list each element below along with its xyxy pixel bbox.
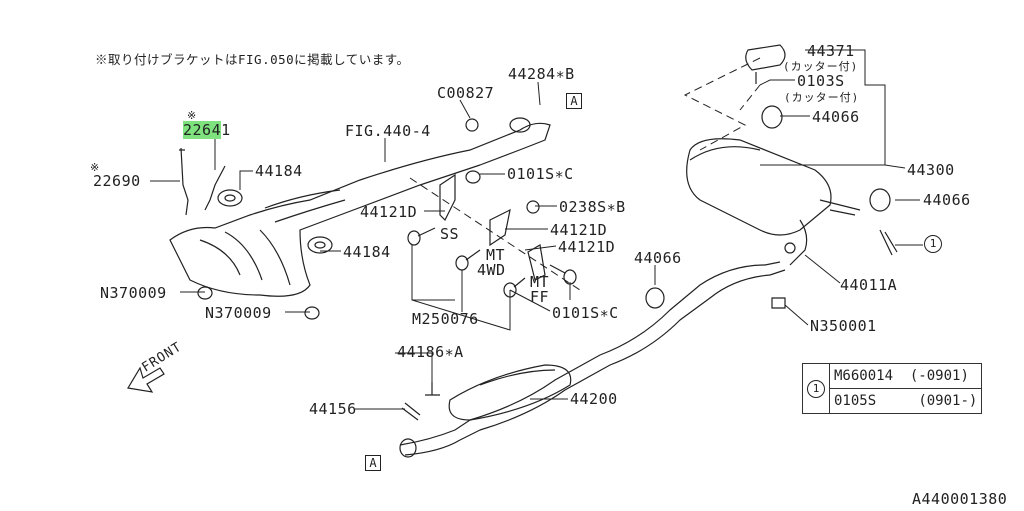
part-label-n370009[interactable]: N370009 [100, 284, 167, 302]
legend-range: (0901-) [918, 393, 978, 409]
variant-ff: FF [530, 288, 550, 306]
circle-ref-1: 1 [807, 379, 825, 398]
legend-part: M660014 [834, 368, 894, 384]
fig-reference[interactable]: FIG.440-4 [345, 122, 431, 140]
part-label-c00827[interactable]: C00827 [437, 84, 495, 102]
dashed-lines [409, 57, 761, 291]
part-label-44066[interactable]: 44066 [923, 191, 971, 209]
part-label-n350001[interactable]: N350001 [810, 317, 877, 335]
variant-mt: MT [486, 246, 506, 264]
legend-table: 1 M660014 (-0901) 0105S (0901-) [802, 363, 983, 414]
diagram-id: A440001380 [912, 490, 1008, 508]
part-label-0101sc[interactable]: 0101S∗C [552, 304, 619, 322]
table-row: 1 M660014 (-0901) [802, 363, 983, 414]
legend-row-0[interactable]: M660014 (-0901) [828, 363, 983, 389]
legend-part: 0105S [834, 393, 877, 409]
note-mark: ※ [90, 161, 101, 174]
legend-ref-cell: 1 [802, 363, 830, 414]
cutter-note: (カッター付) [784, 91, 860, 104]
ref-box-a: A [566, 93, 582, 109]
part-label-44011a[interactable]: 44011A [840, 276, 898, 294]
table-row: 0105S (0901-) [803, 388, 983, 414]
part-label-0101sc[interactable]: 0101S∗C [507, 165, 574, 183]
brackets-bolts [197, 118, 577, 320]
note-text: ※取り付けブラケットはFIG.050に掲載しています。 [95, 52, 410, 67]
exhaust-manifold [169, 117, 551, 297]
variant-ss: SS [440, 225, 460, 243]
part-label-44300[interactable]: 44300 [907, 161, 955, 179]
part-label-44200[interactable]: 44200 [570, 390, 618, 408]
part-label-m250076[interactable]: M250076 [412, 310, 479, 328]
part-label-44284b[interactable]: 44284∗B [508, 65, 575, 83]
center-pipe [399, 261, 786, 458]
part-label-44184[interactable]: 44184 [343, 243, 391, 261]
leader-lines [150, 49, 923, 410]
part-label-44121d[interactable]: 44121D [550, 221, 608, 239]
variant-4wd: 4WD [477, 261, 506, 279]
front-arrow-icon [127, 366, 165, 393]
part-label-44066[interactable]: 44066 [812, 108, 860, 126]
part-label-suffix: 1 [221, 121, 231, 139]
ref-box-a: A [365, 455, 381, 471]
part-label-0238sb[interactable]: 0238S∗B [559, 198, 626, 216]
part-label-44186a[interactable]: 44186∗A [397, 343, 464, 361]
part-label-0103s[interactable]: 0103S [797, 72, 845, 90]
highlighted-text: 2264 [183, 121, 222, 139]
legend-range: (-0901) [909, 368, 969, 384]
part-label-44066[interactable]: 44066 [634, 249, 682, 267]
part-label-44371[interactable]: 44371 [807, 42, 855, 60]
part-label-22641[interactable]: 22641 [183, 121, 231, 139]
rear-muffler [686, 44, 898, 309]
part-label-44184[interactable]: 44184 [255, 162, 303, 180]
part-label-22690[interactable]: 22690 [93, 172, 141, 190]
part-label-44156[interactable]: 44156 [309, 400, 357, 418]
note-mark: ※ [187, 109, 198, 122]
part-label-44121d[interactable]: 44121D [558, 238, 616, 256]
circle-ref-1: 1 [924, 235, 942, 253]
part-label-44121d[interactable]: 44121D [360, 203, 418, 221]
variant-mt: MT [530, 273, 550, 291]
legend-row-1[interactable]: 0105S (0901-) [828, 388, 983, 414]
oxygen-sensors [179, 147, 226, 216]
cutter-note: (カッター付) [783, 60, 859, 73]
part-label-n370009[interactable]: N370009 [205, 304, 272, 322]
